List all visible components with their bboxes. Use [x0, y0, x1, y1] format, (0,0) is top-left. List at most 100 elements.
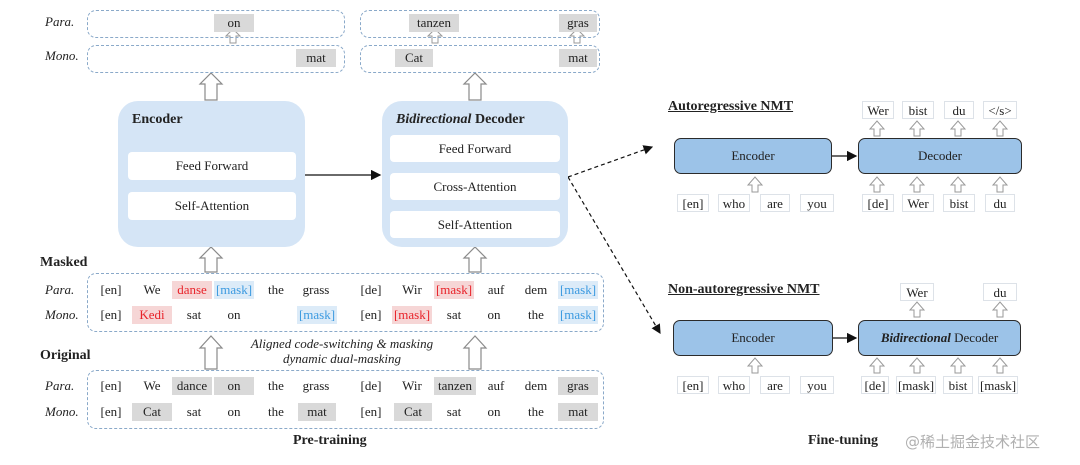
encoder-block: Encoder Feed Forward Self-Attention [118, 101, 305, 247]
original-mono-token: Cat [394, 403, 432, 421]
masked-mono-token: [mask] [392, 306, 432, 324]
nar-source-token: who [718, 376, 750, 394]
masked-input-box [87, 273, 604, 332]
masked-para-token: [mask] [214, 281, 254, 299]
original-para-token: gras [558, 377, 598, 395]
nar-output-token: du [983, 283, 1017, 301]
ar-target-input-token: [de] [862, 194, 894, 212]
dec-mono-output-token: Cat [395, 49, 433, 67]
nar-source-token: [en] [677, 376, 709, 394]
ar-encoder-box: Encoder [674, 138, 832, 174]
dec-para-output-box: tanzen gras [360, 10, 600, 38]
nar-decoder-italic: Bidirectional [880, 330, 951, 345]
original-mono-token: on [227, 404, 241, 419]
masked-mono-token: [mask] [297, 306, 337, 324]
nar-nmt-title: Non-autoregressive NMT [668, 282, 820, 297]
up-arrow-enc-top [198, 72, 224, 101]
ar-nmt-title: Autoregressive NMT [668, 99, 794, 114]
masked-para-token: We [143, 282, 161, 297]
up-arrow-dec-in [462, 246, 488, 273]
masked-para-token: danse [172, 281, 212, 299]
pretraining-caption: Pre-training [293, 433, 367, 448]
masked-mono-token: [en] [100, 307, 122, 322]
ar-source-token: are [760, 194, 790, 212]
original-input-box [87, 370, 604, 429]
decoder-feed-forward: Feed Forward [390, 135, 560, 162]
nar-target-input-token: bist [943, 376, 973, 394]
up-arrow-dec-top [462, 72, 488, 101]
nar-target-input-token: [mask] [978, 376, 1018, 394]
original-para-token: the [268, 378, 284, 393]
original-para-label: Para. [45, 378, 75, 393]
nar-target-input-token: [mask] [896, 376, 936, 394]
nar-output-token: Wer [900, 283, 934, 301]
original-mono-label: Mono. [45, 404, 79, 419]
nar-encoder-box: Encoder [673, 320, 833, 356]
ar-decoder-box: Decoder [858, 138, 1022, 174]
original-mono-token: sat [446, 404, 462, 419]
dec-para-output-token: gras [559, 14, 597, 32]
original-title: Original [40, 348, 91, 363]
encoder-title: Encoder [132, 112, 183, 127]
masked-mono-token: on [227, 307, 241, 322]
masked-para-token: [en] [100, 282, 122, 297]
ar-source-token: who [718, 194, 750, 212]
ar-source-token: [en] [677, 194, 709, 212]
enc-mono-output-box: mat [87, 45, 345, 73]
masked-mono-token: sat [186, 307, 202, 322]
top-mono-label: Mono. [45, 48, 79, 63]
enc-para-output-token: on [214, 14, 254, 32]
up-arrow-orig-enc [198, 335, 224, 370]
nar-decoder-rest: Decoder [954, 330, 999, 345]
ar-target-input-token: du [985, 194, 1015, 212]
masked-para-token: auf [487, 282, 505, 297]
masked-para-token: grass [302, 282, 330, 297]
decoder-cross-attention: Cross-Attention [390, 173, 560, 200]
nar-source-token: you [800, 376, 834, 394]
original-para-token: on [214, 377, 254, 395]
up-arrow-enc-in [198, 246, 224, 273]
masked-mono-label: Mono. [45, 307, 79, 322]
encoder-feed-forward: Feed Forward [128, 152, 296, 180]
original-para-token: [de] [360, 378, 382, 393]
masking-note-line2: dynamic dual-masking [282, 351, 402, 366]
ar-output-token: du [944, 101, 974, 119]
dec-para-output-token: tanzen [409, 14, 459, 32]
original-mono-token: on [487, 404, 501, 419]
masked-mono-token: sat [446, 307, 462, 322]
masked-mono-token: on [487, 307, 501, 322]
masked-para-label: Para. [45, 282, 75, 297]
dec-mono-output-box: Cat mat [360, 45, 600, 73]
original-mono-token: mat [558, 403, 598, 421]
original-para-token: grass [302, 378, 330, 393]
original-mono-token: sat [186, 404, 202, 419]
decoder-title-rest: Decoder [474, 112, 525, 127]
masking-note-line1: Aligned code-switching & masking [250, 336, 434, 351]
decoder-title: Bidirectional Decoder [396, 112, 525, 128]
masking-note: Aligned code-switching & masking dynamic… [232, 336, 452, 366]
original-para-token: tanzen [434, 377, 476, 395]
original-para-token: We [143, 378, 161, 393]
dec-mono-output-token: mat [559, 49, 597, 67]
original-mono-token: Cat [132, 403, 172, 421]
ar-target-input-token: bist [943, 194, 975, 212]
masked-para-token: [mask] [558, 281, 598, 299]
original-mono-token: the [528, 404, 544, 419]
decoder-title-italic: Bidirectional [396, 112, 472, 127]
masked-para-token: [mask] [434, 281, 474, 299]
original-para-token: [en] [100, 378, 122, 393]
masked-para-token: [de] [360, 282, 382, 297]
original-mono-token: mat [298, 403, 336, 421]
masked-title: Masked [40, 255, 88, 270]
finetuning-caption: Fine-tuning [808, 433, 879, 448]
decoder-block: Bidirectional Decoder Feed Forward Cross… [382, 101, 568, 247]
original-mono-token: [en] [360, 404, 382, 419]
nar-source-token: are [760, 376, 790, 394]
enc-mono-output-token: mat [296, 49, 336, 67]
masked-mono-token: [mask] [558, 306, 598, 324]
nar-target-input-token: [de] [861, 376, 889, 394]
ar-target-input-token: Wer [902, 194, 934, 212]
masked-mono-token: Kedi [132, 306, 172, 324]
masked-para-token: Wir [402, 282, 422, 297]
original-para-token: Wir [402, 378, 422, 393]
